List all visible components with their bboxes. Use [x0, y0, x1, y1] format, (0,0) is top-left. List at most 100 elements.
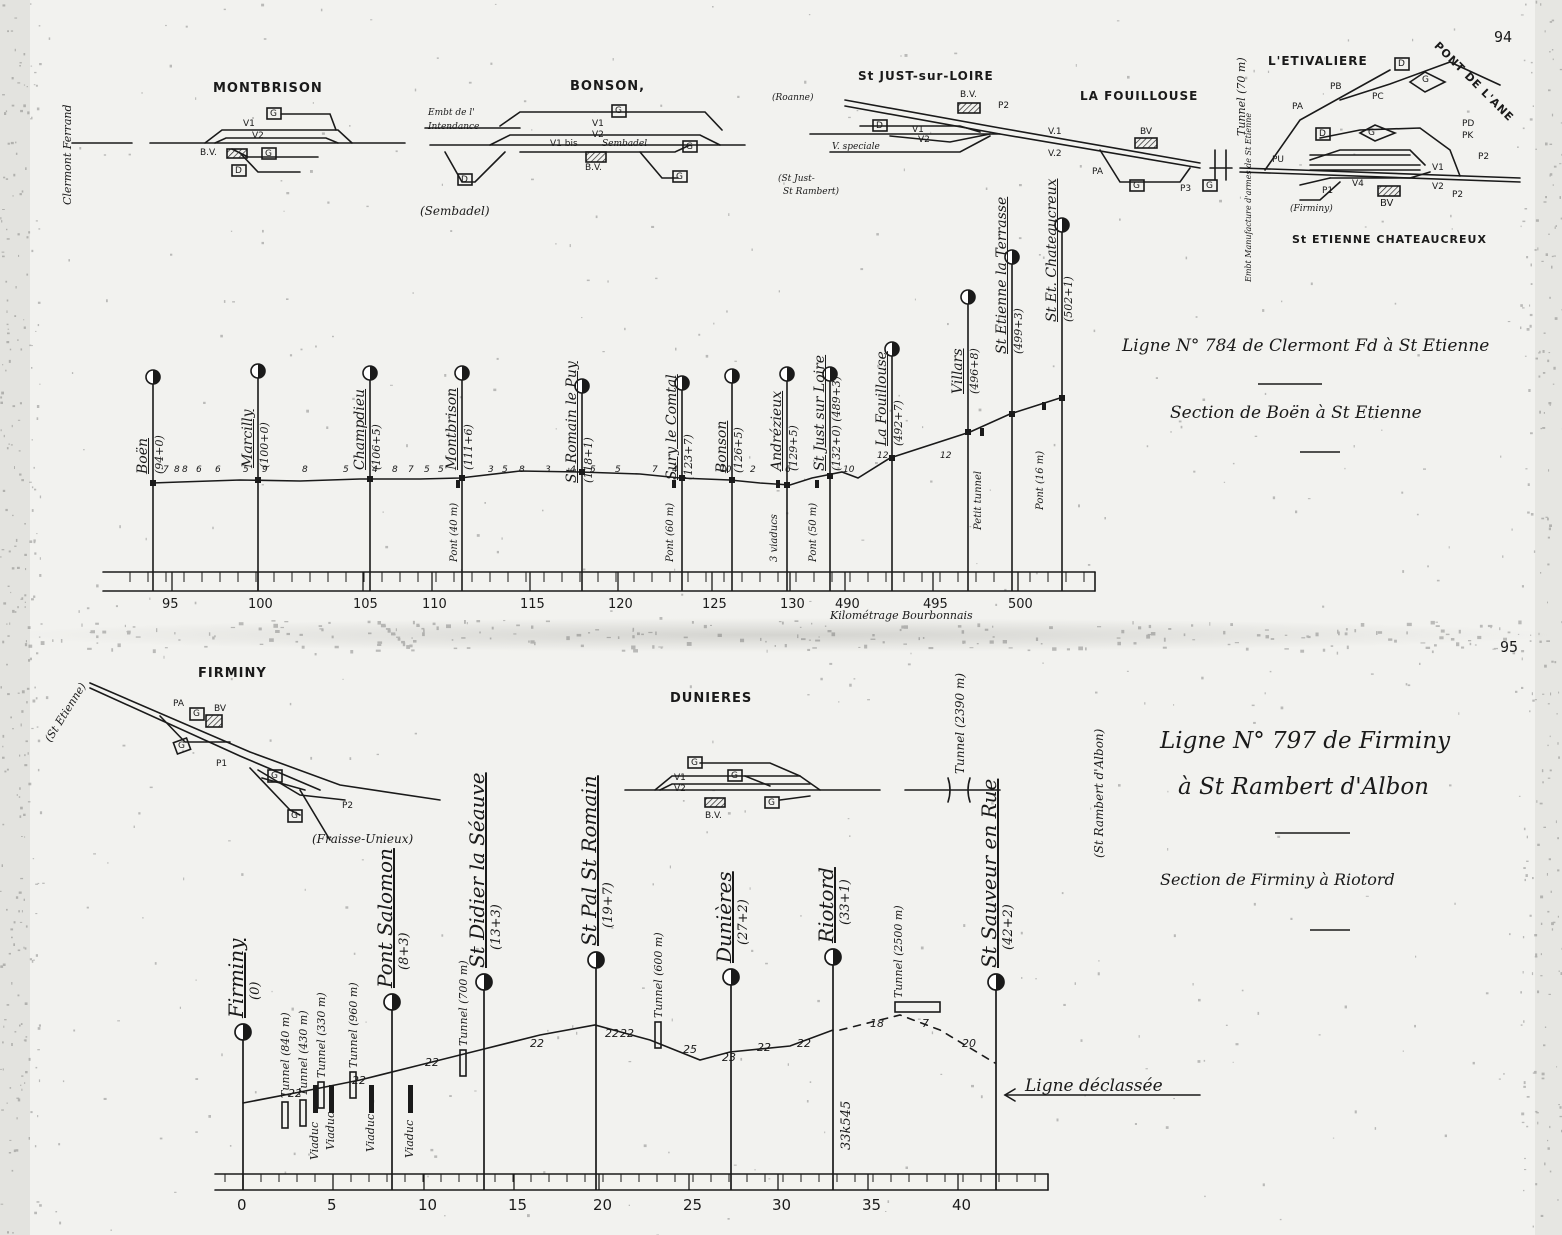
gradient-label-784: 8: [392, 465, 398, 475]
station-pk-797: (13+3): [489, 904, 504, 950]
station-masts-797: [234, 948, 1005, 1190]
station-label-784: Villars: [950, 348, 966, 394]
station-label-784: Montbrison: [444, 387, 460, 470]
gradient-label-784: 3: [545, 465, 551, 475]
plan-label: V1: [1432, 163, 1444, 173]
plan-label: G: [193, 709, 200, 719]
plan-label: V1: [243, 119, 255, 129]
plan-dunieres: [624, 756, 1001, 809]
station-pk-784: (100+0): [258, 422, 271, 468]
station-pk-797: (42+2): [1001, 904, 1016, 950]
plan-label: P3: [1180, 184, 1192, 194]
plan-st-just-la-fouillouse: [809, 99, 1233, 192]
plan-label: B.V.: [960, 90, 977, 100]
structure-label-784: Pont (50 m): [808, 502, 819, 562]
plan-label: PC: [1372, 92, 1384, 102]
structure-label-797: Tunnel (840 m): [279, 1012, 292, 1098]
plan-bonson: [424, 104, 746, 186]
structure-label-784: Pont (16 m): [1035, 450, 1046, 510]
plan-label: PD: [1462, 119, 1475, 129]
station-label-784: Boën: [135, 437, 151, 474]
km-tick-784: 100: [248, 597, 273, 612]
gradient-label-784: 8: [182, 465, 188, 475]
plan-label: P2: [342, 801, 354, 811]
gradient-label-784: 6: [215, 465, 221, 475]
profile-797: [214, 1014, 1201, 1191]
gradient-label-784: 5: [615, 465, 621, 475]
plan-label: G: [291, 811, 298, 821]
km-axis-784: [129, 572, 1085, 591]
station-label-797: Dunières: [712, 871, 736, 963]
plan-label: (St Just-: [778, 174, 815, 184]
plan-label: V4: [1352, 179, 1364, 189]
km-tick-784: 125: [702, 597, 727, 612]
gradient-label-797: 22: [352, 1074, 366, 1087]
station-title-la-fouillouse: LA FOUILLOUSE: [1080, 89, 1199, 103]
endpoint-clermont: Clermont Ferrand: [61, 104, 74, 206]
plan-label: G: [768, 798, 775, 808]
gradient-label-784: 3: [488, 465, 494, 475]
km-tick-797: 40: [952, 1196, 972, 1214]
station-pk-784: (502+1): [1062, 276, 1075, 322]
plan-label: V1: [674, 773, 686, 783]
gradient-label-797: 22: [530, 1037, 544, 1050]
plan-label: B.V.: [705, 811, 722, 821]
station-pk-784: (123+7): [682, 434, 695, 480]
profile-784-structures: [456, 402, 1046, 488]
line-797-title-1: Ligne N° 797 de Firminy: [1160, 728, 1451, 754]
gradient-label-797: 23: [722, 1051, 736, 1064]
station-pk-797: (8+3): [397, 932, 412, 970]
plan-label: (Sembadel): [420, 204, 490, 218]
structure-label-784: Pont (40 m): [449, 502, 460, 562]
plan-label: G: [1368, 128, 1375, 138]
km-tick-797: 35: [862, 1196, 882, 1214]
gradient-label-784: 12: [877, 451, 889, 461]
plan-label: V1 bis: [550, 139, 578, 149]
structure-label-784: Petit tunnel: [973, 470, 984, 530]
profile-797-structures: [281, 1001, 941, 1129]
plan-label: St Rambert): [783, 187, 840, 197]
gradient-label-797: 18: [870, 1017, 884, 1030]
station-pk-797: (19+7): [601, 882, 616, 928]
gradient-label-797: 22: [620, 1027, 634, 1040]
gradient-label-797: 22: [797, 1037, 811, 1050]
line-797-title-2: à St Rambert d'Albon: [1178, 774, 1429, 800]
plan-label: G: [271, 771, 278, 781]
plan-label: (Fraisse-Unieux): [312, 832, 414, 846]
gradient-label-797: 22: [605, 1027, 619, 1040]
km-tick-784: 120: [608, 597, 633, 612]
plan-label: D: [235, 166, 242, 176]
plan-label: V. speciale: [832, 142, 880, 152]
plan-label: BV: [214, 704, 227, 714]
gradient-label-784: 2: [750, 465, 756, 475]
plan-label: BV: [1140, 127, 1153, 137]
plan-label: B.V.: [585, 163, 602, 173]
gradient-label-797: 7: [922, 1017, 929, 1030]
plan-label: PA: [1292, 102, 1304, 112]
structure-label-797: Viaduc: [364, 1113, 377, 1152]
station-pk-797: (33+1): [838, 879, 853, 925]
station-label-784: Champdieu: [352, 388, 368, 470]
km-tick-784: 110: [422, 597, 447, 612]
gradient-label-784: 6: [785, 465, 791, 475]
plan-label: V2: [918, 135, 930, 145]
page-number-top: 94: [1494, 28, 1513, 46]
plan-label: V2: [674, 784, 686, 794]
gradient-label-784: 7: [652, 465, 658, 475]
endpoint-st-rambert: (St Rambert d'Albon): [1092, 728, 1106, 858]
structure-label-797: Tunnel (600 m): [652, 932, 665, 1018]
plan-label: BV: [1380, 198, 1394, 209]
station-title-chateaucreux: St ETIENNE CHATEAUCREUX: [1292, 233, 1487, 246]
structure-label-784: Pont (60 m): [665, 502, 676, 562]
structure-label-797: Viaduc: [324, 1111, 337, 1150]
plan-label: Intendance: [428, 122, 480, 132]
line-784-subtitle: Section de Boën à St Etienne: [1170, 403, 1422, 423]
structure-label-797: Viaduc: [308, 1121, 321, 1160]
plan-label: D: [876, 121, 883, 131]
station-label-797: Firminy: [224, 938, 248, 1018]
plan-label: Embt Manufacture d'armes de St Etienne: [1244, 112, 1253, 282]
km-tick-797: 20: [593, 1196, 613, 1214]
gradient-label-784: 5: [502, 465, 508, 475]
plan-label: V2: [592, 130, 604, 140]
